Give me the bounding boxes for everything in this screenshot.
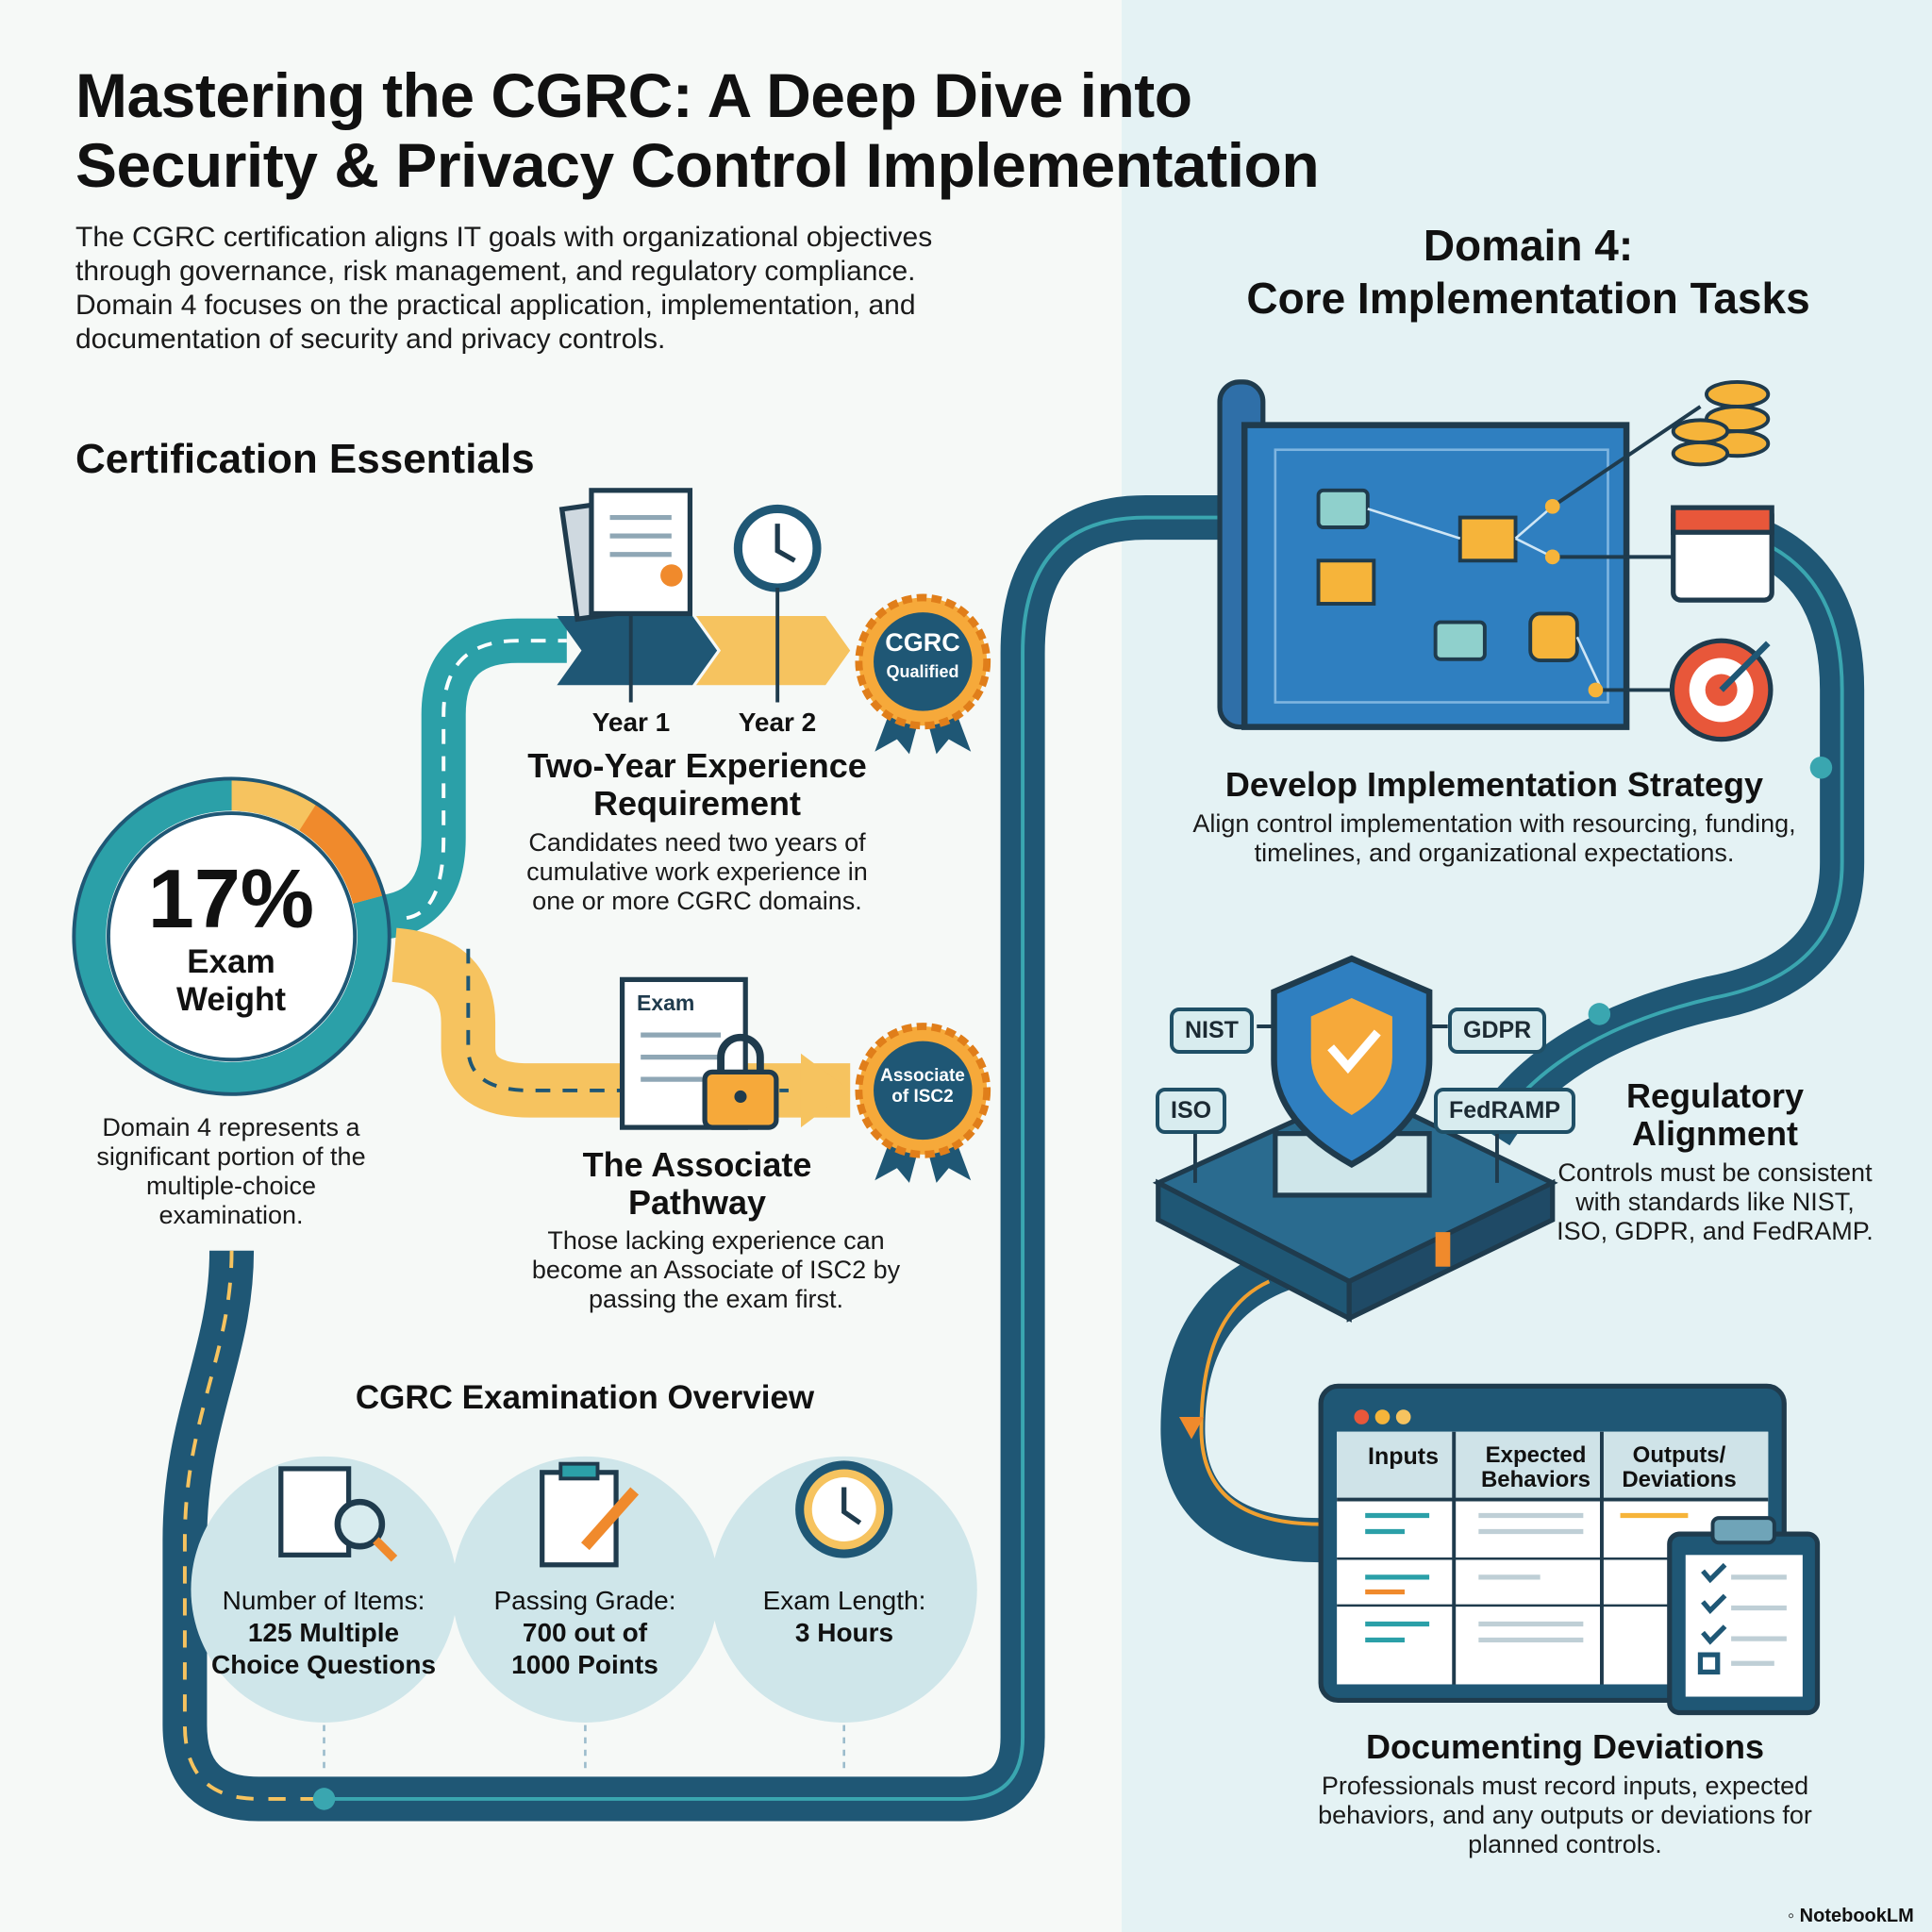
experience-road <box>368 618 851 1128</box>
experience-description: Candidates need two years of cumulative … <box>526 828 868 915</box>
overview-item-length: Exam Length: 3 Hours <box>731 1585 958 1649</box>
main-road <box>162 495 1865 1822</box>
clipboard-pencil-icon <box>540 1461 640 1568</box>
badge-line-2: of ISC2 <box>891 1087 954 1107</box>
notebooklm-logo-icon: ◦ <box>1788 1906 1800 1926</box>
strategy-description: Align control implementation with resour… <box>1192 809 1796 867</box>
overview-label: Exam Length: <box>762 1586 926 1615</box>
title-line-2: Security & Privacy Control Implementatio… <box>75 130 1320 200</box>
exam-overview-title: CGRC Examination Overview <box>355 1379 815 1416</box>
associate-description: Those lacking experience can become an A… <box>531 1226 901 1313</box>
shield-check-icon <box>1192 955 1499 1183</box>
overview-label: Passing Grade: <box>493 1586 676 1615</box>
clipboard-checklist-icon <box>1667 1516 1821 1716</box>
intro-paragraph: The CGRC certification aligns IT goals w… <box>75 222 933 355</box>
domain-label: Domain 4: <box>1423 221 1634 270</box>
coins-icon <box>1671 379 1771 467</box>
column-outputs-deviations: Outputs/ Deviations <box>1622 1442 1737 1492</box>
blueprint-strategy-map <box>1217 379 1702 730</box>
exam-document-lock-icon <box>619 976 779 1130</box>
column-expected-behaviors: Expected Behaviors <box>1480 1442 1591 1492</box>
tag-gdpr: GDPR <box>1448 1008 1547 1054</box>
column-inputs: Inputs <box>1368 1443 1439 1470</box>
domain-subtitle: Core Implementation Tasks <box>1246 274 1810 323</box>
associate-ribbon-icon <box>855 1023 991 1183</box>
exam-weight-percent: 17% <box>147 852 315 945</box>
target-icon <box>1669 638 1774 742</box>
overview-value: 3 Hours <box>794 1618 894 1647</box>
documents-icon <box>558 488 693 703</box>
tag-nist: NIST <box>1170 1008 1254 1054</box>
cgrc-qualified-ribbon-icon <box>855 593 991 755</box>
documenting-title: Documenting Deviations <box>1365 1727 1765 1766</box>
shield-platform <box>1152 1088 1558 1323</box>
regulatory-title: Regulatory Alignment <box>1625 1076 1805 1153</box>
overview-item-items: Number of Items: 125 Multiple Choice Ques… <box>206 1585 441 1681</box>
strategy-title: Develop Implementation Strategy <box>1224 765 1764 804</box>
badge-line-1: Associate <box>880 1066 965 1086</box>
overview-value: 125 Multiple Choice Questions <box>210 1618 437 1679</box>
associate-title: The Associate Pathway <box>582 1145 812 1222</box>
badge-line-1: CGRC <box>885 628 960 657</box>
brand-name: NotebookLM <box>1799 1906 1914 1926</box>
certification-essentials-heading: Certification Essentials <box>75 436 535 482</box>
exam-weight-description: Domain 4 represents a significant portio… <box>96 1113 366 1229</box>
overview-value: 700 out of 1000 Points <box>511 1618 658 1679</box>
domain-4-heading: Domain 4:Core Implementation Tasks <box>1170 219 1887 325</box>
overview-circles <box>191 1456 977 1723</box>
checklist-magnifier-icon <box>278 1466 398 1562</box>
overview-item-passing: Passing Grade: 700 out of 1000 Points <box>472 1585 698 1681</box>
exam-weight-donut <box>72 776 391 1096</box>
regulatory-description: Controls must be consistent with standar… <box>1557 1158 1874 1245</box>
badge-line-2: Qualified <box>886 662 959 681</box>
cgrc-qualified-badge: CGRC Qualified <box>866 629 979 685</box>
experience-title: Two-Year Experience Requirement <box>527 746 867 823</box>
year-arrows <box>557 616 851 686</box>
calendar-icon <box>1671 505 1774 603</box>
year-2-label: Year 2 <box>738 708 817 737</box>
exam-weight-label: Exam Weight <box>175 943 286 1018</box>
tag-fedramp: FedRAMP <box>1434 1088 1576 1134</box>
clock-icon <box>733 504 822 703</box>
exam-clock-icon <box>795 1460 893 1558</box>
documenting-description: Professionals must record inputs, expect… <box>1318 1772 1812 1858</box>
exam-doc-label: Exam <box>637 991 695 1015</box>
notebooklm-brand: ◦ NotebookLM <box>1788 1906 1914 1927</box>
overview-label: Number of Items: <box>222 1586 425 1615</box>
title-line-1: Mastering the CGRC: A Deep Dive into <box>75 60 1192 130</box>
tag-iso: ISO <box>1156 1088 1227 1134</box>
year-1-label: Year 1 <box>591 708 671 737</box>
